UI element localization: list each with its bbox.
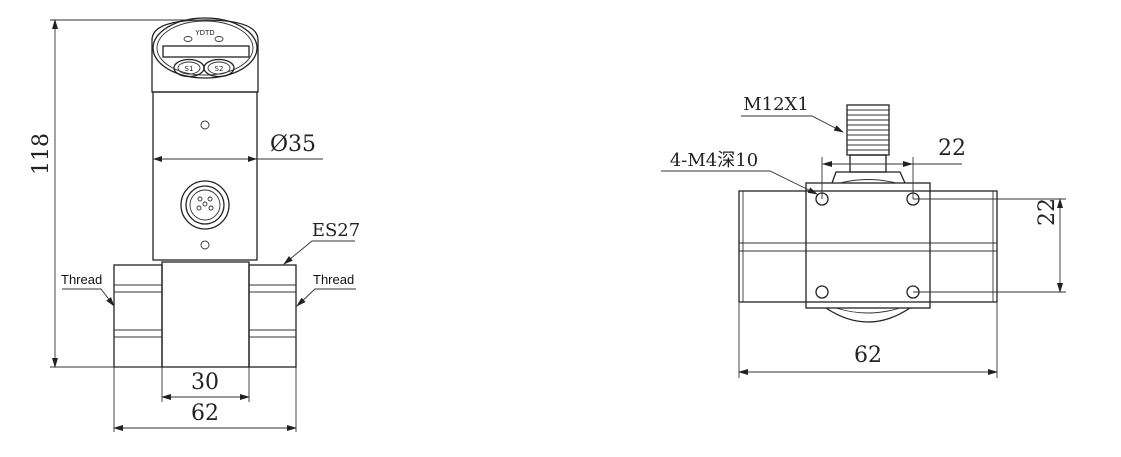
dimension-side-total-width-label: 62 (854, 343, 882, 368)
button-s2: S2 (203, 58, 235, 78)
m12-fitting (846, 104, 890, 173)
dimension-diameter-label: Ø35 (270, 132, 316, 157)
screw-hole-icon (200, 240, 210, 250)
logo: YDTD (194, 29, 214, 37)
front-view: YDTD S1 S2 (29, 17, 360, 432)
button-s1: S1 (173, 58, 205, 78)
pipe-body (738, 190, 998, 303)
button-s2-label: S2 (215, 65, 224, 73)
dimension-hole-spacing-v-label: 22 (1035, 198, 1060, 226)
es27-label: ES27 (312, 220, 360, 241)
m12-connector-icon (180, 180, 230, 230)
display-head: YDTD S1 S2 (151, 17, 259, 93)
display-window (162, 45, 250, 58)
dimension-inner-width-label: 30 (191, 370, 219, 395)
mounting-hole-icon (815, 285, 829, 299)
connector-nut (831, 171, 906, 184)
sensor-body (152, 91, 258, 261)
thread-label-left: Thread (61, 272, 102, 287)
mounting-holes-label: 4-M4深10 (670, 150, 758, 171)
button-s1-label: S1 (185, 65, 194, 73)
screw-hole-icon (200, 120, 210, 130)
dimension-total-width-label: 62 (191, 401, 219, 426)
m12x1-label: M12X1 (743, 94, 809, 115)
mounting-block (805, 182, 931, 309)
pipe-fitting (113, 261, 297, 368)
thread-label-right: Thread (313, 272, 354, 287)
dimension-hole-spacing-h-label: 22 (938, 136, 966, 161)
dimension-height-label: 118 (29, 133, 54, 175)
side-view: 22 22 62 M12X1 4-M4深10 (661, 94, 1066, 378)
